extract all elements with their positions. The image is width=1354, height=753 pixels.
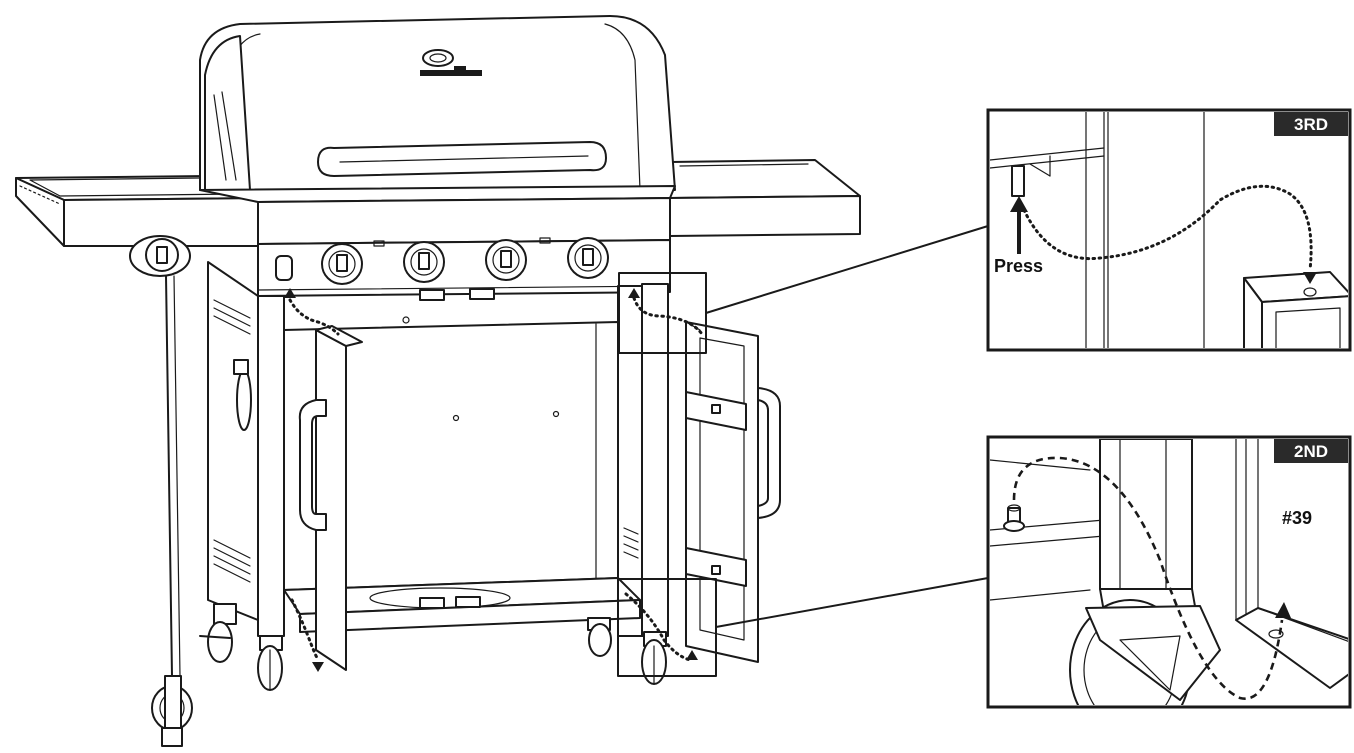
step-badge-3rd-text: 3RD [1294,115,1328,134]
step-badge-2nd-text: 2ND [1294,442,1328,461]
side-burner-knob-icon [129,235,191,277]
motion-path-2nd [1012,456,1284,700]
burner-knob-icon [567,237,609,279]
press-label: Press [994,256,1043,276]
leader-line-bottom [715,577,989,628]
motion-path-bottom-right [624,592,692,662]
burner-knob-icon [403,241,445,283]
step-badge-2nd [1274,439,1348,463]
caster-wheel-icon [641,631,667,685]
part-number-label: #39 [1282,508,1312,528]
callout-3rd: 3RD Press [986,108,1352,352]
burner-knob-icon [321,243,363,285]
igniter-button-icon [275,255,293,281]
caster-wheel-icon [587,617,612,657]
right-door-handle [757,387,781,519]
motion-path-top-left [288,298,340,336]
grill-illustration [15,15,861,747]
left-door [298,325,363,671]
caster-wheel-icon [199,603,237,663]
burner-knob-icon [485,239,527,281]
callout-2nd: 2ND #39 [986,435,1352,709]
leader-line-top [705,225,989,314]
cart-body [207,261,669,637]
left-door-handle [298,399,327,531]
gas-hose-regulator [151,275,193,747]
step-badge-3rd [1274,112,1348,136]
grill-lid [199,15,676,191]
press-pin [1011,165,1025,197]
motion-path-3rd [1022,184,1313,272]
right-door [685,321,781,663]
grill-brand-logo [420,66,482,76]
caster-wheel-icon [257,635,283,691]
thermometer-icon [422,49,454,67]
motion-path-bottom-left [290,598,320,662]
right-side-shelf [669,159,861,237]
control-panel [129,185,676,324]
